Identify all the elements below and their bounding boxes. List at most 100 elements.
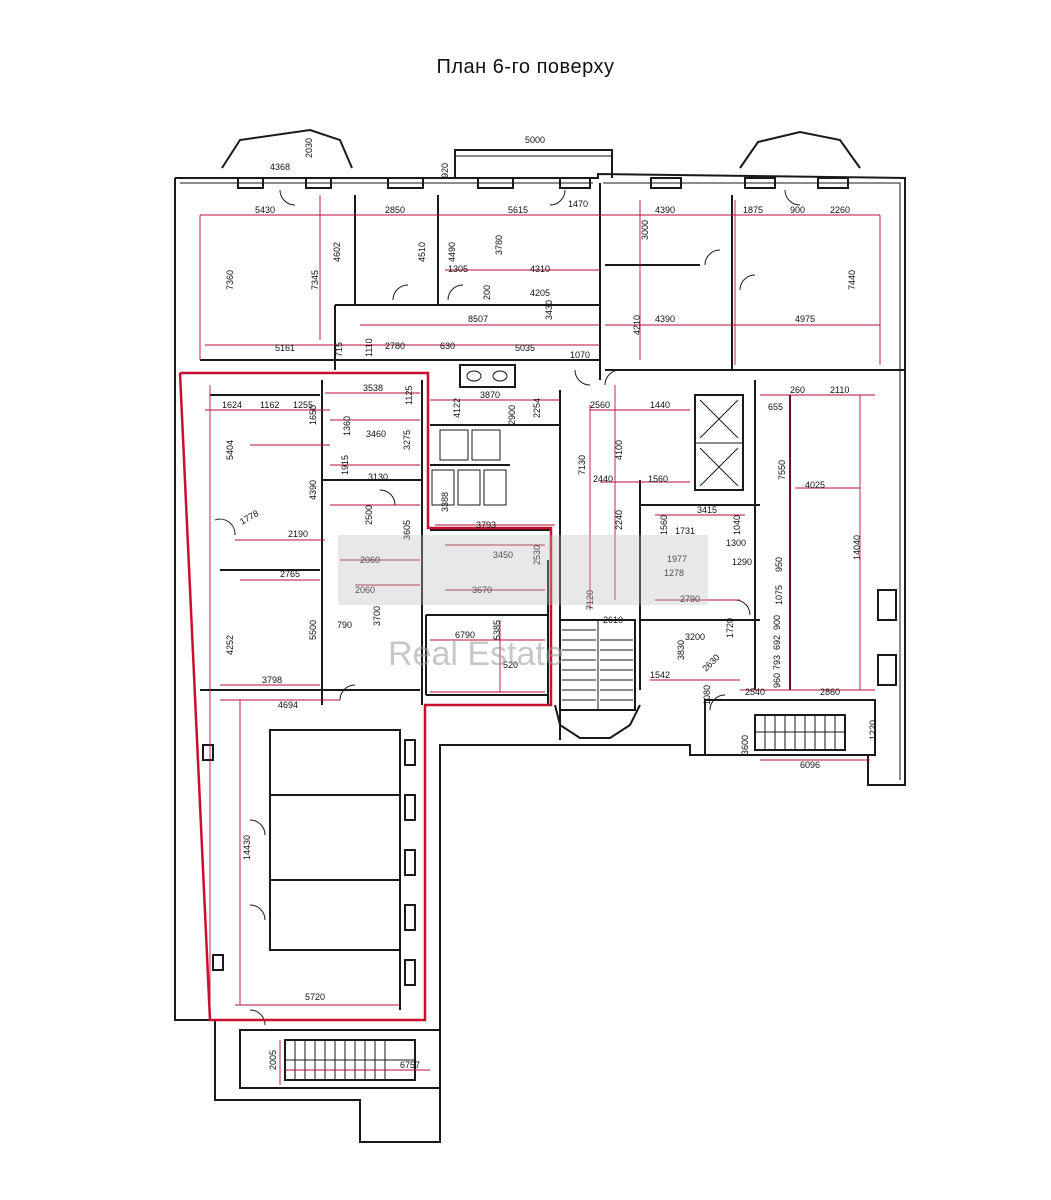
dimension-label: 3130 bbox=[368, 472, 388, 482]
dimension-label: 2560 bbox=[590, 400, 610, 410]
watermark: Real Estate bbox=[338, 535, 708, 673]
dimension-label: 692 bbox=[772, 635, 782, 650]
dimension-label: 5035 bbox=[515, 343, 535, 353]
stairs-center bbox=[562, 629, 633, 701]
dimension-label: 790 bbox=[337, 620, 352, 630]
dimension-label: 4975 bbox=[795, 314, 815, 324]
dimension-label: 4390 bbox=[655, 314, 675, 324]
dimension-label: 1080 bbox=[702, 685, 712, 705]
dimension-label: 655 bbox=[768, 402, 783, 412]
dimension-label: 4122 bbox=[452, 398, 462, 418]
dimension-label: 2900 bbox=[507, 405, 517, 425]
dimension-label: 5385 bbox=[492, 620, 502, 640]
dimension-label: 1220 bbox=[868, 720, 878, 740]
dimension-label: 1162 bbox=[260, 400, 279, 410]
dimension-label: 793 bbox=[772, 655, 782, 670]
dimension-label: 4310 bbox=[530, 264, 550, 274]
dimension-label: 3430 bbox=[544, 300, 554, 320]
dimension-label: 5000 bbox=[525, 135, 545, 145]
dimension-label: 3700 bbox=[372, 606, 382, 626]
dimension-label: 2780 bbox=[385, 341, 405, 351]
dimension-label: 1977 bbox=[667, 554, 687, 564]
dimension-label: 1075 bbox=[774, 585, 784, 605]
dimension-label: 2060 bbox=[360, 555, 380, 565]
dimension-label: 7440 bbox=[847, 270, 857, 290]
dimension-label: 2790 bbox=[680, 594, 700, 604]
dimension-label: 2060 bbox=[355, 585, 375, 595]
dimension-label: 2260 bbox=[830, 205, 850, 215]
dimension-label: 7550 bbox=[777, 460, 787, 480]
dimension-label: 2440 bbox=[593, 474, 613, 484]
dimension-label: 3600 bbox=[740, 735, 750, 755]
dimension-label: 1470 bbox=[568, 199, 588, 209]
dimension-label: 1542 bbox=[650, 670, 670, 680]
dimension-label: 960 bbox=[772, 673, 782, 688]
dimension-label: 5615 bbox=[508, 205, 528, 215]
dimension-label: 1560 bbox=[659, 515, 669, 535]
dimension-label: 5161 bbox=[275, 343, 295, 353]
dimension-label: 200 bbox=[482, 285, 492, 300]
dimension-lines bbox=[199, 195, 881, 1085]
dimension-label: 4490 bbox=[447, 242, 457, 262]
stairs-bottom bbox=[285, 1040, 415, 1080]
dimension-label: 8507 bbox=[468, 314, 488, 324]
dimension-label: 950 bbox=[774, 557, 784, 572]
page-title: План 6-го поверху bbox=[436, 56, 615, 78]
dimension-label: 2110 bbox=[830, 385, 849, 395]
dimension-label: 630 bbox=[440, 341, 455, 351]
dimension-label: 3200 bbox=[685, 632, 705, 642]
dimension-label: 4100 bbox=[614, 440, 624, 460]
dimension-label: 7120 bbox=[585, 590, 595, 610]
dimension-label: 1255 bbox=[293, 400, 313, 410]
dimension-label: 3793 bbox=[476, 520, 496, 530]
dimension-label: 2850 bbox=[385, 205, 405, 215]
dimension-label: 2610 bbox=[603, 615, 623, 625]
dimension-label: 4368 bbox=[270, 162, 290, 172]
dimension-label: 2190 bbox=[288, 529, 308, 539]
dimension-label: 260 bbox=[790, 385, 805, 395]
dimension-label: 1110 bbox=[364, 338, 374, 357]
dimension-label: 1290 bbox=[732, 557, 752, 567]
dimension-label: 2540 bbox=[745, 687, 765, 697]
dimension-label: 4205 bbox=[530, 288, 550, 298]
dimension-label: 2240 bbox=[614, 510, 624, 530]
dimension-label: 6790 bbox=[455, 630, 475, 640]
dimension-label: 3605 bbox=[402, 520, 412, 540]
dimension-label: 3798 bbox=[262, 675, 282, 685]
dimension-label: 4025 bbox=[805, 480, 825, 490]
dimension-label: 4510 bbox=[417, 242, 427, 262]
dimension-label: 1624 bbox=[222, 400, 242, 410]
dimension-label: 4694 bbox=[278, 700, 298, 710]
dimension-label: 1650 bbox=[308, 405, 318, 425]
dimension-label: 1360 bbox=[342, 416, 352, 436]
dimension-label: 5720 bbox=[305, 992, 325, 1002]
dimension-label: 1915 bbox=[340, 455, 350, 475]
dimension-label: 1720 bbox=[725, 618, 735, 638]
dimension-label: 7360 bbox=[225, 270, 235, 290]
dimension-label: 3275 bbox=[402, 430, 412, 450]
dimension-label: 3388 bbox=[440, 492, 450, 512]
dimension-label: 5404 bbox=[225, 440, 235, 460]
dimension-label: 1125 bbox=[404, 386, 414, 405]
dimension-label: 900 bbox=[790, 205, 805, 215]
dimension-label: 14430 bbox=[242, 835, 252, 860]
dimension-label: 3870 bbox=[480, 390, 500, 400]
dimension-label: 4210 bbox=[632, 315, 642, 335]
dimension-label: 14040 bbox=[852, 535, 862, 560]
dimension-label: 520 bbox=[503, 660, 518, 670]
dimension-label: 2030 bbox=[304, 138, 314, 158]
outer-walls bbox=[174, 128, 906, 1143]
dimension-label: 1731 bbox=[675, 526, 695, 536]
dimension-label: 7345 bbox=[310, 270, 320, 290]
dimension-label: 2860 bbox=[820, 687, 840, 697]
dimension-label: 6096 bbox=[800, 760, 820, 770]
dimension-label: 1305 bbox=[448, 264, 468, 274]
dimension-label: 1875 bbox=[743, 205, 763, 215]
dimension-label: 1778 bbox=[238, 508, 260, 527]
dimension-label: 6757 bbox=[400, 1060, 420, 1070]
dimension-label: 715 bbox=[334, 342, 344, 357]
dimension-label: 5500 bbox=[308, 620, 318, 640]
dimension-label: 4602 bbox=[332, 242, 342, 262]
dimension-label: 2530 bbox=[532, 545, 542, 565]
dimension-label: 3670 bbox=[472, 585, 492, 595]
